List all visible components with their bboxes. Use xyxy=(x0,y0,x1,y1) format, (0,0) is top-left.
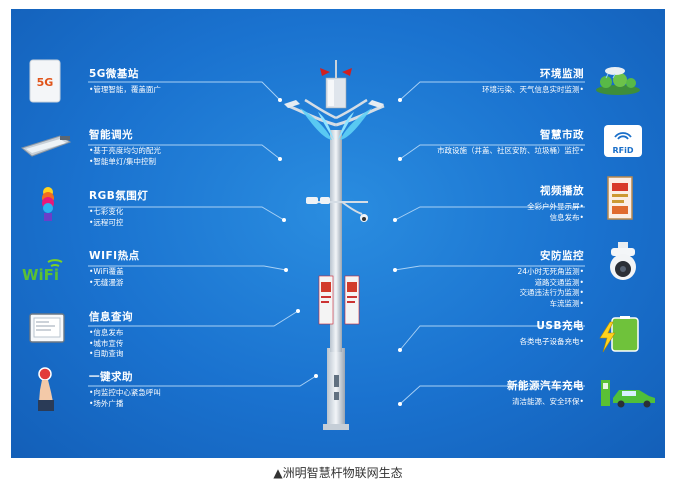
feature-desc: 各类电子设备充电• xyxy=(519,337,584,346)
wifi-icon: WiFi xyxy=(18,254,70,284)
help-button-icon xyxy=(34,366,60,412)
feature-desc: •信息发布•城市宣传•自助查询 xyxy=(89,328,124,358)
tablet-icon xyxy=(29,313,65,343)
feature-ev-charging: 新能源汽车充电 清洁能源、安全环保• xyxy=(507,378,584,408)
connector-5g xyxy=(88,81,281,101)
feature-desc: 24小时无死角监测•道路交通监测• 交通违法行为监测•车流监测• xyxy=(517,267,584,308)
image-caption: ▲洲明智慧杆物联网生态 xyxy=(273,466,403,480)
feature-wifi-hotspot: WIFI热点 •WiFi覆盖•无缝漫游 xyxy=(89,248,140,288)
feature-desc: 清洁能源、安全环保• xyxy=(512,397,584,406)
connector-usb xyxy=(399,325,585,351)
feature-desc: •向监控中心紧急呼叫•场外广播 xyxy=(89,388,161,408)
connector-security xyxy=(394,265,585,271)
connector-ev xyxy=(399,385,585,405)
feature-desc: 环境污染、天气信息实时监测• xyxy=(482,85,584,94)
feature-desc: 全彩户外显示屏•信息发布• xyxy=(527,202,584,222)
feature-desc: •七彩变化•远程可控 xyxy=(89,207,124,227)
connector-rgb xyxy=(88,206,285,221)
feature-desc: •WiFi覆盖•无缝漫游 xyxy=(89,267,124,287)
rgb-bulb-icon xyxy=(36,186,60,224)
connector-video xyxy=(394,206,585,221)
feature-environment-monitoring: 环境监测 环境污染、天气信息实时监测• xyxy=(482,66,584,96)
feature-title: 环境监测 xyxy=(540,68,584,80)
feature-security-monitoring: 安防监控 24小时无死角监测•道路交通监测• 交通违法行为监测•车流监测• xyxy=(518,248,584,309)
feature-smart-dimming: 智能调光 •基于亮度均匀的配光•智能单灯/集中控制 xyxy=(89,127,161,167)
ev-charging-icon xyxy=(599,378,659,408)
feature-video-playback: 视频播放 全彩户外显示屏•信息发布• xyxy=(527,183,584,223)
feature-title: 新能源汽车充电 xyxy=(507,380,584,392)
svg-text:WiFi: WiFi xyxy=(22,266,59,284)
feature-title: USB充电 xyxy=(536,320,584,332)
feature-5g-small-cell: 5G微基站 •管理智能，覆盖面广 xyxy=(89,66,161,96)
connector-info xyxy=(88,310,299,327)
feature-title: 智能调光 xyxy=(89,129,133,141)
feature-info-query: 信息查询 •信息发布•城市宣传•自助查询 xyxy=(89,309,133,360)
svg-text:5G: 5G xyxy=(37,76,54,89)
svg-text:RFiD: RFiD xyxy=(612,146,633,155)
environment-icon xyxy=(593,64,643,98)
street-lamp-icon xyxy=(20,130,72,160)
feature-title: WIFI热点 xyxy=(89,250,140,262)
feature-title: 5G微基站 xyxy=(89,68,139,80)
feature-one-key-help: 一键求助 •向监控中心紧急呼叫•场外广播 xyxy=(89,369,161,409)
connector-environment xyxy=(399,81,585,101)
connector-municipal xyxy=(399,144,585,160)
feature-title: RGB氛围灯 xyxy=(89,190,149,202)
feature-smart-municipal: 智慧市政 市政设施（井盖、社区安防、垃圾桶）监控• xyxy=(437,127,584,157)
display-screen-icon xyxy=(607,176,633,220)
5g-router-icon: 5G xyxy=(28,58,62,104)
feature-desc: •管理智能，覆盖面广 xyxy=(89,85,161,94)
feature-desc: •基于亮度均匀的配光•智能单灯/集中控制 xyxy=(89,146,161,166)
rfid-icon: RFiD xyxy=(603,124,643,158)
dome-camera-icon xyxy=(606,240,640,284)
feature-title: 智慧市政 xyxy=(540,129,584,141)
battery-icon xyxy=(598,316,642,354)
connector-help xyxy=(88,375,317,387)
feature-usb-charging: USB充电 各类电子设备充电• xyxy=(520,318,584,348)
connector-wifi xyxy=(88,265,287,271)
feature-rgb-light: RGB氛围灯 •七彩变化•远程可控 xyxy=(89,188,148,228)
feature-title: 安防监控 xyxy=(540,250,584,262)
connector-dimming xyxy=(88,144,281,160)
feature-title: 信息查询 xyxy=(89,311,133,323)
feature-title: 一键求助 xyxy=(89,371,133,383)
feature-desc: 市政设施（井盖、社区安防、垃圾桶）监控• xyxy=(437,146,584,155)
feature-title: 视频播放 xyxy=(540,185,584,197)
